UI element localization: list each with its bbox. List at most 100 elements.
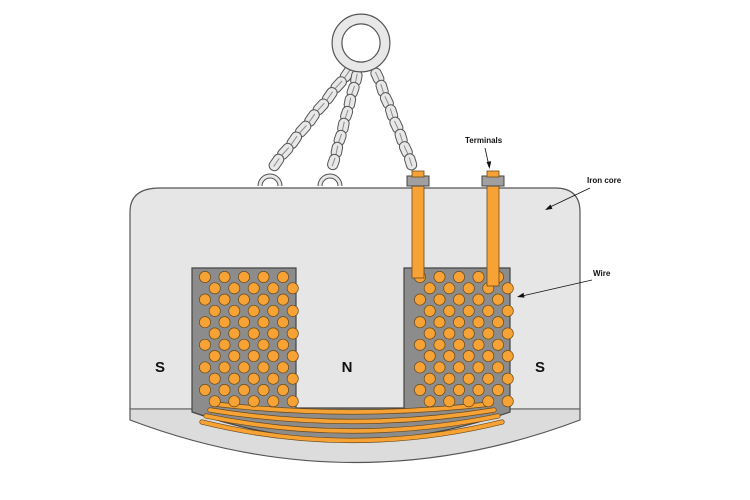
wire-cross-section	[267, 282, 280, 295]
wire-cross-section	[472, 361, 485, 374]
wire-cross-section	[501, 372, 514, 385]
wire-cross-section	[462, 327, 475, 340]
coil-turn	[200, 420, 504, 443]
wire-cross-section	[267, 395, 280, 408]
wire-cross-section	[443, 304, 456, 317]
chain-link	[268, 153, 285, 172]
wire-cross-section	[257, 338, 270, 351]
wire-cross-section	[433, 338, 446, 351]
coil-turn	[204, 414, 500, 433]
wire-cross-section	[482, 304, 495, 317]
wire-cross-section	[453, 384, 465, 396]
wire-cross-section	[228, 350, 241, 363]
terminals	[406, 170, 505, 187]
coil-turn	[208, 408, 496, 424]
wire-cross-section	[286, 350, 299, 363]
wire-cross-section	[277, 338, 289, 351]
wire-cross-section	[218, 316, 231, 329]
wire-cross-section	[257, 316, 270, 329]
wire-cross-section	[257, 293, 270, 306]
wire-cross-section	[453, 316, 465, 329]
wire-cross-section	[482, 350, 495, 363]
wire-cross-section	[453, 361, 465, 374]
wire-cross-section	[208, 327, 221, 340]
wire-cross-section	[443, 350, 456, 363]
wire-cross-section	[482, 372, 495, 385]
wire-cross-section	[414, 293, 426, 306]
wire-cross-section	[453, 271, 465, 283]
wire-cross-section	[228, 327, 241, 340]
wire-cross-section	[492, 316, 504, 329]
wire-cross-section	[472, 384, 485, 396]
wire-cross-section	[423, 350, 436, 363]
wire-cross-section	[208, 304, 221, 317]
wire-cross-section	[247, 327, 260, 340]
chain-link	[327, 153, 341, 171]
wire-cross-section	[267, 304, 280, 317]
wire-cross-section	[238, 316, 250, 329]
coil-end-turns	[199, 401, 505, 444]
wire-cross-section	[472, 293, 485, 306]
wire-cross-section	[257, 361, 270, 374]
wire-cross-section	[218, 361, 231, 374]
wire-cross-section	[208, 395, 221, 408]
wire-cross-section	[433, 384, 446, 396]
iron-core-label: Iron core	[587, 176, 622, 185]
wire-cross-section	[286, 395, 299, 408]
wire-cross-section	[208, 350, 221, 363]
wire-cross-section	[414, 338, 426, 351]
wire-cross-section	[247, 395, 260, 408]
wire-cross-section	[472, 338, 485, 351]
left-winding-wires	[199, 271, 299, 408]
wire-cross-section	[199, 361, 211, 374]
wire-cross-section	[286, 327, 299, 340]
wire-cross-section	[286, 304, 299, 317]
wire-cross-section	[218, 338, 231, 351]
wire-cross-section	[277, 384, 289, 396]
wire-cross-section	[443, 282, 456, 295]
wire-cross-section	[414, 361, 426, 374]
wire-cross-section	[208, 282, 221, 295]
wire-cross-section	[433, 293, 446, 306]
wire-cross-section	[492, 338, 504, 351]
wire-cross-section	[199, 271, 211, 283]
wire-cross-section	[501, 350, 514, 363]
pole-label-right: S	[535, 359, 545, 376]
wire-cross-section	[277, 293, 289, 306]
wire-cross-section	[443, 372, 456, 385]
wire-cross-section	[423, 395, 436, 408]
wire-cross-section	[286, 372, 299, 385]
wire-cross-section	[501, 327, 514, 340]
wire-label: Wire	[593, 269, 611, 278]
wire-cross-section	[228, 304, 241, 317]
wire-cross-section	[218, 293, 231, 306]
wire-cross-section	[247, 282, 260, 295]
terminal-right	[481, 175, 505, 187]
wire-cross-section	[238, 338, 250, 351]
coil-turn	[212, 402, 492, 414]
lifting-chain	[257, 13, 418, 187]
wire-cross-section	[423, 372, 436, 385]
wire-cross-section	[443, 327, 456, 340]
wire-cross-section	[218, 384, 231, 396]
wire-cross-section	[433, 271, 446, 283]
wire-cross-section	[277, 271, 289, 283]
wire-cross-section	[238, 384, 250, 396]
wire-cross-section	[238, 271, 250, 283]
wire-cross-section	[247, 350, 260, 363]
wire-cross-section	[453, 293, 465, 306]
lead-wires	[411, 185, 500, 287]
wire-cross-section	[472, 316, 485, 329]
terminals-label: Terminals	[465, 136, 503, 145]
wire-cross-section	[267, 372, 280, 385]
wire-cross-section	[453, 338, 465, 351]
wire-cross-section	[482, 395, 495, 408]
callouts: Terminals Iron core Wire	[465, 136, 622, 298]
wire-cross-section	[199, 338, 211, 351]
wire-cross-section	[277, 361, 289, 374]
pole-label-left: S	[155, 359, 165, 376]
wire-cross-section	[443, 395, 456, 408]
wire-cross-section	[199, 384, 211, 396]
wire-cross-section	[462, 282, 475, 295]
pole-label-center: N	[342, 359, 353, 376]
